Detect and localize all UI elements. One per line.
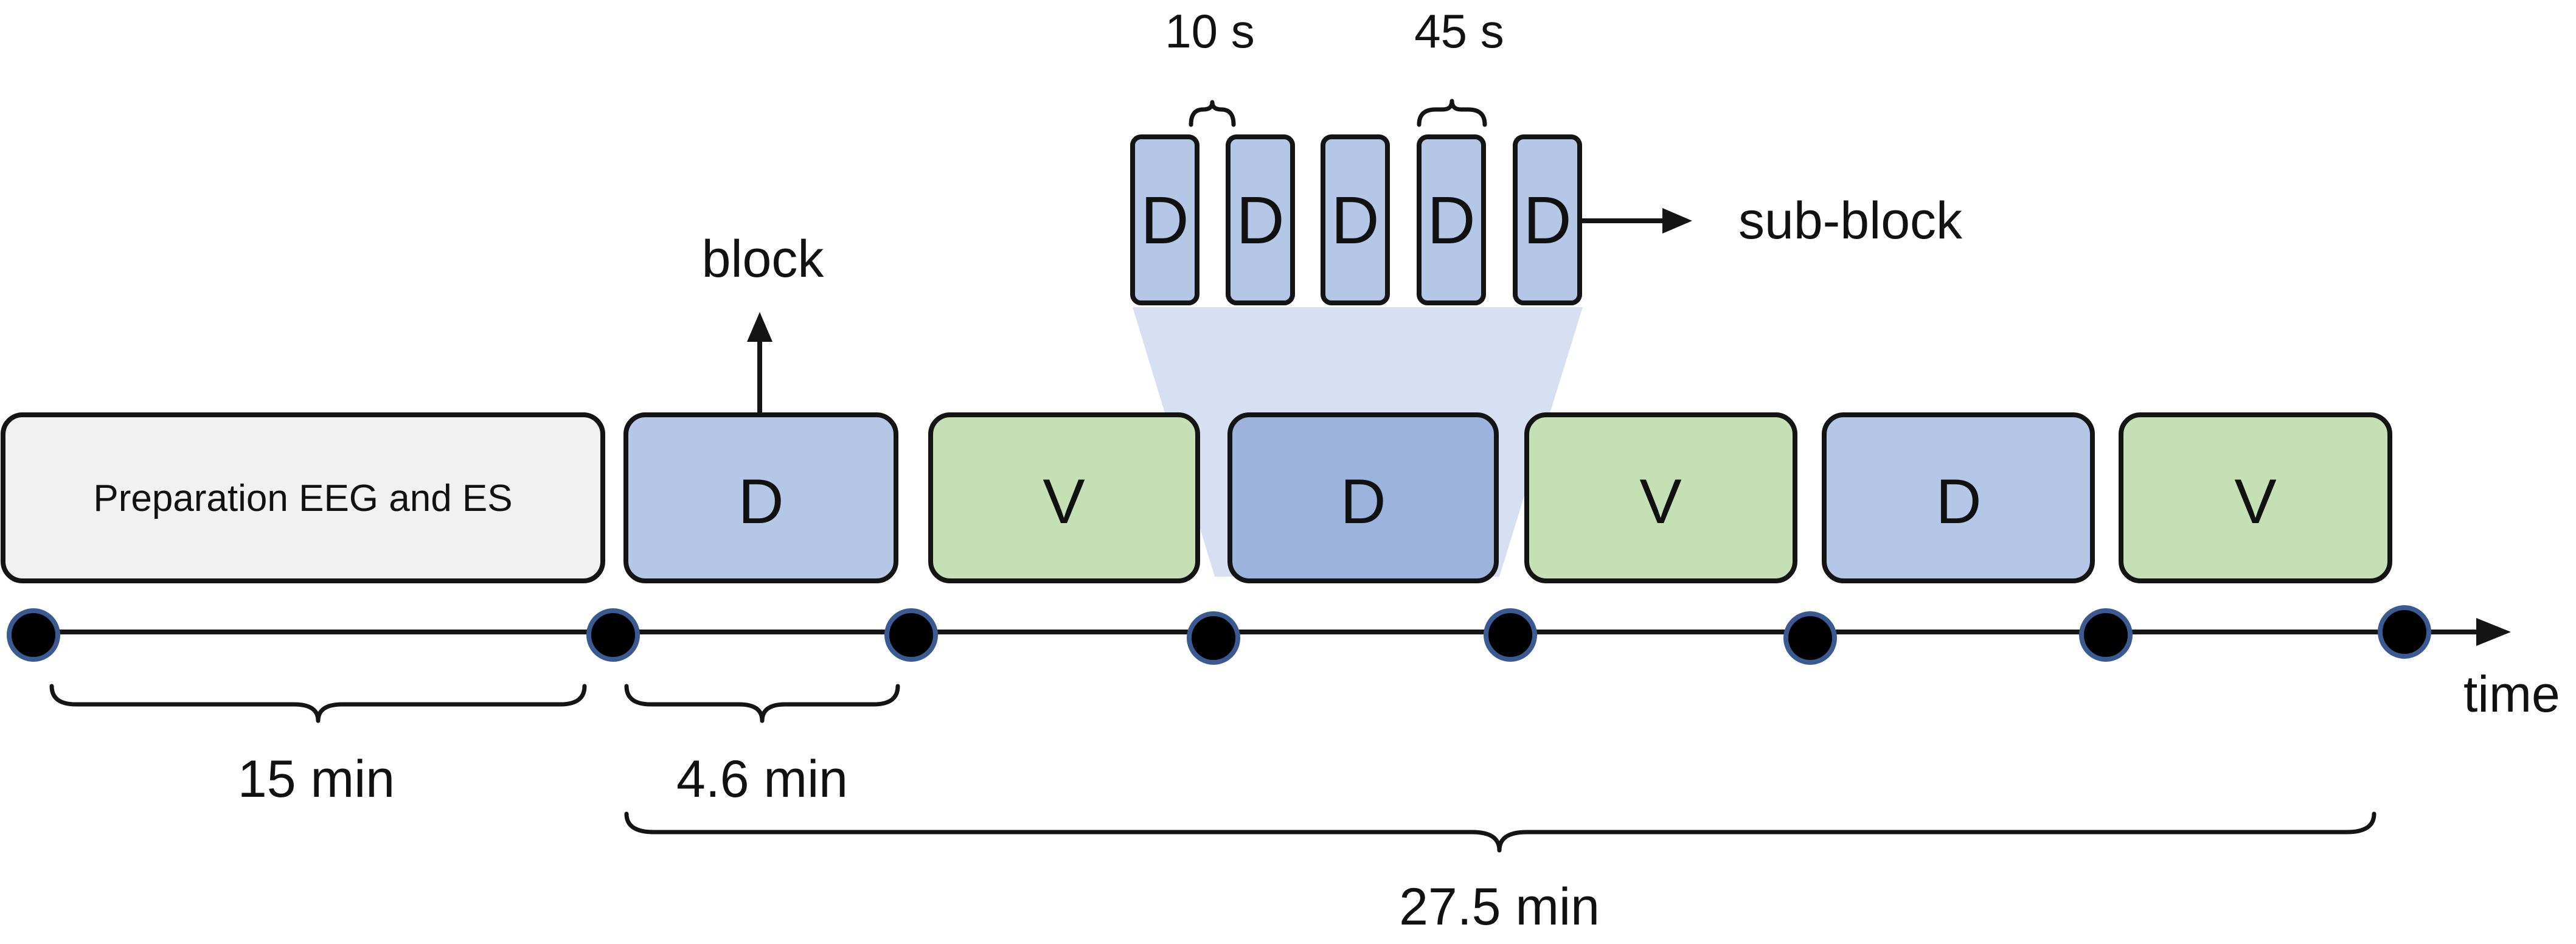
block-duration-brace [624, 684, 900, 723]
sub-block-4 [1417, 134, 1486, 305]
sub-block-duration-brace [1417, 99, 1487, 127]
sub-block-duration-label: 45 s [1414, 4, 1504, 58]
sub-block-5 [1513, 134, 1582, 305]
d-block-highlighted-label: D [1340, 467, 1386, 537]
timeline-point [586, 608, 640, 662]
block-duration-label: 4.6 min [676, 750, 848, 808]
timeline-point [1187, 611, 1240, 665]
sub-block-3-label: D [1331, 183, 1379, 258]
sub-block-row: D D D D D [1130, 134, 1582, 305]
timeline-point [1783, 611, 1837, 665]
sub-block-5-label: D [1523, 183, 1571, 258]
d-block-1 [623, 412, 898, 583]
block-arrowhead [747, 312, 772, 342]
sub-block-1-label: D [1140, 183, 1189, 258]
v-block-1 [928, 412, 1200, 583]
d-block-3-label: D [1935, 467, 1981, 537]
sub-block-arrowhead [1662, 208, 1692, 234]
preparation-block-label: Preparation EEG and ES [93, 477, 512, 519]
v-block-2-label: V [1639, 467, 1681, 537]
timeline-point [1484, 608, 1537, 662]
sub-block-2 [1226, 134, 1295, 305]
timeline-point [2378, 605, 2431, 659]
sub-block-label: sub-block [1738, 192, 1963, 250]
sub-block-3 [1321, 134, 1390, 305]
timeline-point [884, 608, 938, 662]
timeline-points [7, 605, 2431, 665]
timeline-point [7, 608, 60, 662]
time-axis-label: time [2463, 665, 2560, 723]
gap-duration-brace [1189, 100, 1236, 127]
main-block-row: Preparation EEG and ES D V D V D V [1, 412, 2392, 583]
sub-block-2-label: D [1236, 183, 1284, 258]
block-label: block [702, 230, 825, 288]
sub-block-4-label: D [1427, 183, 1475, 258]
preparation-block [1, 412, 605, 583]
total-duration-label: 27.5 min [1399, 878, 1600, 936]
total-duration-brace [624, 811, 2376, 853]
d-block-1-label: D [738, 467, 783, 537]
d-block-highlighted [1227, 412, 1499, 583]
v-block-3 [2119, 412, 2392, 583]
v-block-3-label: V [2234, 467, 2276, 537]
v-block-2 [1524, 412, 1797, 583]
gap-duration-label: 10 s [1165, 4, 1254, 58]
prep-duration-label: 15 min [238, 750, 395, 808]
sub-block-1 [1130, 134, 1199, 305]
prep-duration-brace [49, 684, 587, 723]
d-block-3 [1822, 412, 2095, 583]
time-axis-arrowhead [2476, 618, 2511, 646]
timeline-point [2079, 608, 2133, 662]
v-block-1-label: V [1043, 467, 1085, 537]
